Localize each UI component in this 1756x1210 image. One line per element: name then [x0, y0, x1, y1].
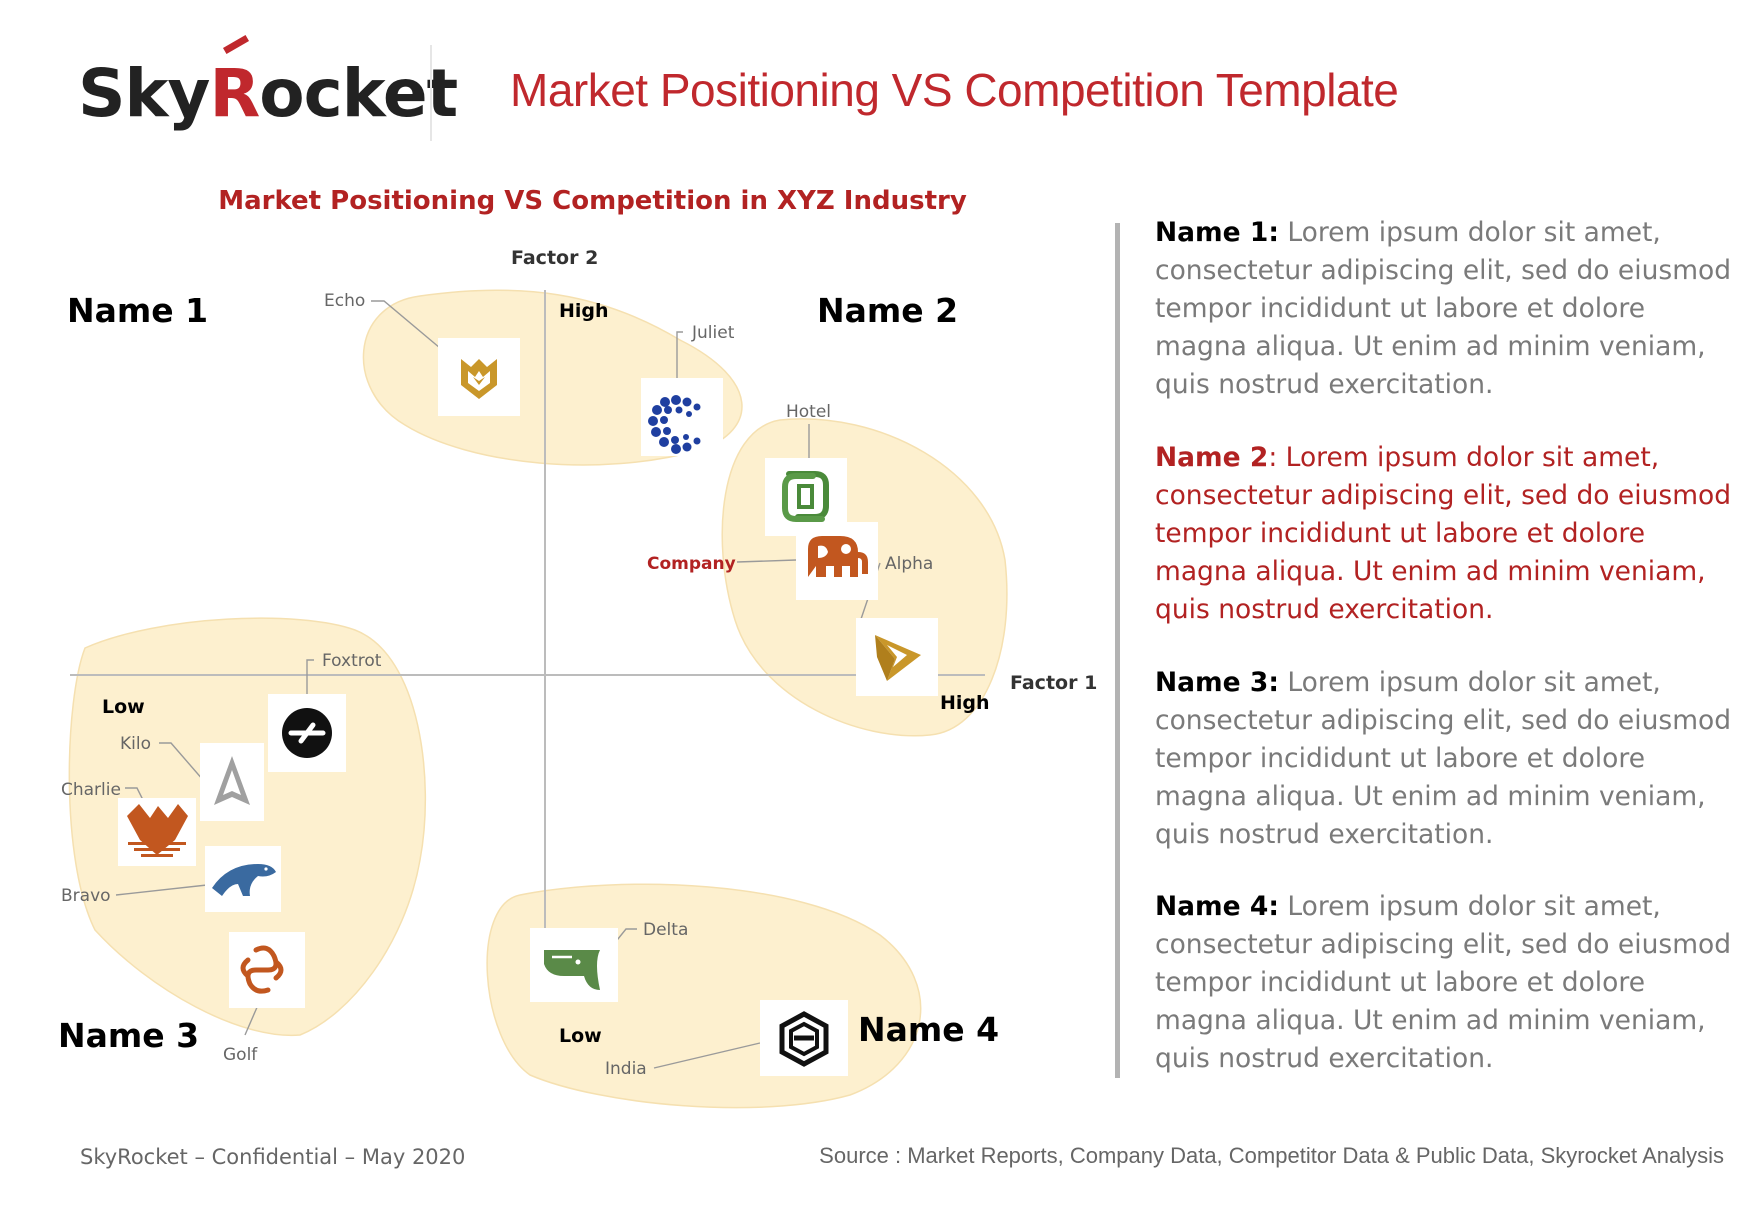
competitor-company-label: Company	[647, 554, 736, 574]
golf-logo-icon	[240, 945, 284, 994]
competitor-hotel-label: Hotel	[786, 402, 832, 422]
competitor-golf-label: Golf	[223, 1045, 258, 1065]
bravo-logo-icon	[212, 864, 276, 896]
alpha-logo-icon	[875, 635, 921, 681]
leader-bravo	[115, 884, 208, 896]
logo-text-ocket: ocket	[259, 55, 458, 132]
description-name-4-text: Lorem ipsum dolor sit amet, consectetur …	[1155, 891, 1732, 1074]
description-name-4-title: Name 4:	[1155, 891, 1279, 922]
x-axis-label: Factor 1	[1010, 672, 1098, 694]
juliet-logo-icon	[648, 395, 701, 454]
logo-text-r: R	[209, 34, 260, 132]
x-axis-high-label: High	[940, 692, 990, 714]
quadrant-name-1: Name 1	[67, 291, 209, 330]
description-name-1: Name 1: Lorem ipsum dolor sit amet, cons…	[1155, 214, 1735, 404]
kilo-logo-icon	[214, 756, 250, 805]
description-name-1-text: Lorem ipsum dolor sit amet, consectetur …	[1155, 217, 1732, 400]
description-name-2-title: Name 2:	[1155, 442, 1278, 473]
column-divider	[1115, 223, 1120, 1078]
competitor-india-label: India	[605, 1059, 647, 1079]
competitor-echo-label: Echo	[324, 291, 366, 311]
india-logo-icon	[779, 1011, 829, 1067]
description-name-3-text: Lorem ipsum dolor sit amet, consectetur …	[1155, 667, 1732, 850]
competitor-charlie-label: Charlie	[61, 780, 121, 800]
y-axis-label: Factor 2	[511, 247, 599, 269]
quadrant-name-3: Name 3	[58, 1016, 200, 1055]
leader-foxtrot	[306, 659, 314, 700]
description-name-1-title: Name 1:	[1155, 217, 1279, 248]
competitor-alpha-label: Alpha	[885, 554, 934, 574]
echo-logo-icon	[461, 359, 497, 399]
hotel-logo-icon	[782, 471, 829, 522]
competitor-bravo-label: Bravo	[61, 886, 111, 906]
description-name-4: Name 4: Lorem ipsum dolor sit amet, cons…	[1155, 888, 1735, 1078]
description-name-2-text: Lorem ipsum dolor sit amet, consectetur …	[1155, 442, 1732, 625]
description-name-3-title: Name 3:	[1155, 667, 1279, 698]
charlie-logo-icon	[127, 804, 188, 857]
footer-confidential: SkyRocket – Confidential – May 2020	[80, 1145, 466, 1169]
delta-logo-icon	[544, 950, 600, 990]
leader-juliet	[676, 331, 683, 378]
footer-source: Source : Market Reports, Company Data, C…	[819, 1143, 1724, 1168]
leader-golf	[244, 1004, 259, 1036]
description-name-3: Name 3: Lorem ipsum dolor sit amet, cons…	[1155, 664, 1735, 854]
competitor-juliet-label: Juliet	[692, 323, 735, 343]
quadrant-name-2: Name 2	[817, 291, 959, 330]
company-logo-icon	[808, 536, 868, 577]
foxtrot-logo-icon	[282, 708, 332, 758]
competitor-kilo-label: Kilo	[120, 734, 151, 754]
y-axis-high-label: High	[559, 300, 609, 322]
leader-company	[736, 559, 797, 563]
leader-echo	[371, 300, 441, 349]
competitor-foxtrot-label: Foxtrot	[322, 651, 382, 671]
description-name-2: Name 2: Lorem ipsum dolor sit amet, cons…	[1155, 439, 1735, 629]
page-title: Market Positioning VS Competition Templa…	[510, 64, 1399, 116]
leader-kilo	[159, 742, 211, 789]
y-axis-low-label: Low	[559, 1025, 602, 1047]
competitor-delta-label: Delta	[643, 920, 689, 940]
leader-india	[653, 1042, 761, 1069]
x-axis-low-label: Low	[102, 696, 145, 718]
header-divider	[430, 45, 432, 141]
logo-text-sky: Sky	[78, 55, 210, 132]
diagram-title: Market Positioning VS Competition in XYZ…	[218, 186, 967, 216]
quadrant-name-4: Name 4	[858, 1010, 1000, 1049]
